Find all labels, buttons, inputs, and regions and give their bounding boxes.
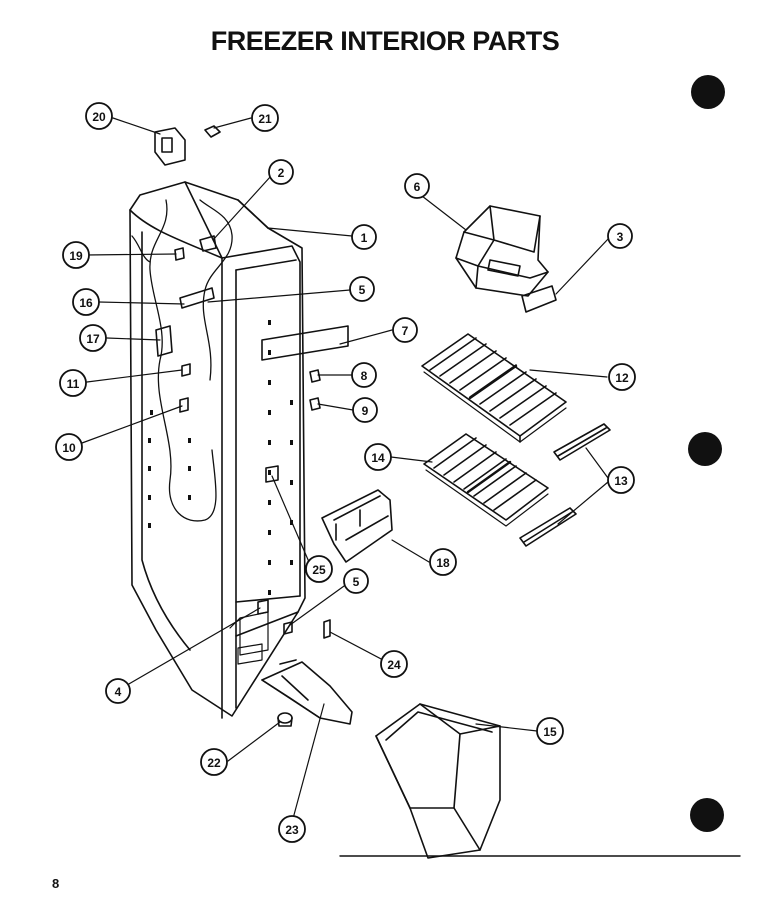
callout-14: 14 — [371, 451, 385, 465]
callout-6: 6 — [414, 180, 421, 194]
callout-13: 13 — [614, 474, 628, 488]
shelf-rails — [519, 423, 611, 547]
callout-2: 2 — [278, 166, 285, 180]
callout-5-lower: 5 — [353, 575, 360, 589]
callout-19: 19 — [69, 249, 83, 263]
callout-7: 7 — [402, 324, 409, 338]
callout-10: 10 — [62, 441, 76, 455]
liner-holes — [148, 320, 293, 595]
callout-1: 1 — [361, 231, 368, 245]
callout-25: 25 — [312, 563, 326, 577]
control-plate — [261, 325, 349, 411]
ice-bin — [455, 205, 549, 297]
freezer-basket — [375, 703, 501, 859]
callout-labels: 20 21 2 1 19 16 5 17 11 10 7 8 9 6 3 12 … — [62, 110, 629, 837]
bumper — [277, 712, 293, 727]
callout-22: 22 — [207, 756, 221, 770]
callout-3: 3 — [617, 230, 624, 244]
wire-shelf-upper — [421, 333, 567, 443]
binder-holes — [688, 75, 725, 832]
callout-circles — [55, 102, 636, 843]
callout-8: 8 — [361, 369, 368, 383]
callout-5-upper: 5 — [359, 283, 366, 297]
thermostat-bracket — [154, 125, 221, 166]
callout-18: 18 — [436, 556, 450, 570]
freezer-liner — [129, 181, 306, 719]
callout-23: 23 — [285, 823, 299, 837]
page-title: FREEZER INTERIOR PARTS — [210, 26, 560, 56]
callout-17: 17 — [86, 332, 100, 346]
wire-shelf-lower — [423, 433, 549, 527]
callout-21: 21 — [258, 112, 272, 126]
ice-bin-front — [521, 285, 557, 313]
liner-clips — [155, 235, 331, 639]
callout-24: 24 — [387, 658, 401, 672]
basket-support-rail — [261, 659, 353, 725]
callout-15: 15 — [543, 725, 557, 739]
callout-12: 12 — [615, 371, 629, 385]
leader-lines — [81, 117, 610, 827]
callout-11: 11 — [67, 377, 80, 391]
callout-20: 20 — [92, 110, 106, 124]
callout-16: 16 — [79, 296, 93, 310]
basket-slide — [321, 489, 393, 563]
callout-4: 4 — [115, 685, 122, 699]
page-number: 8 — [52, 876, 60, 891]
callout-9: 9 — [362, 404, 369, 418]
